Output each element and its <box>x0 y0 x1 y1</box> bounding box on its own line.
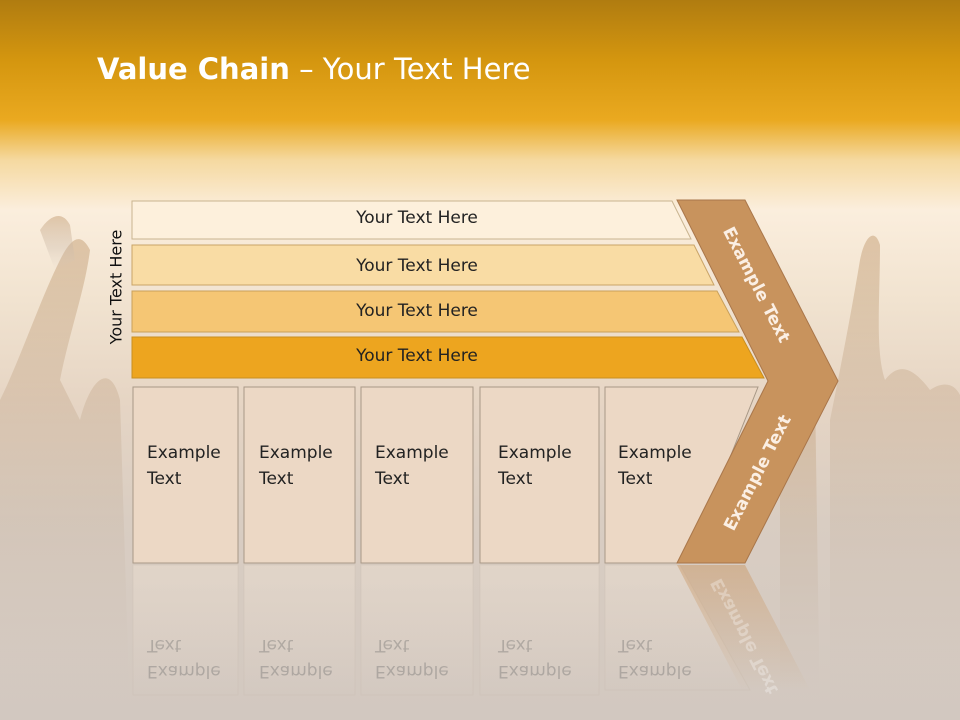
card-shape-2 <box>243 386 356 564</box>
band-label-2: Your Text Here <box>356 256 478 276</box>
slide-title: Value Chain – Your Text Here <box>97 52 531 86</box>
band-label-4: Your Text Here <box>356 346 478 366</box>
band-shape-3 <box>131 290 740 333</box>
slide-title-rest: – Your Text Here <box>289 52 531 86</box>
card-shape-4 <box>479 386 600 564</box>
chevron-arrow-shape <box>676 199 839 564</box>
card-shape-3 <box>360 386 474 564</box>
band-label-1: Your Text Here <box>356 208 478 228</box>
band-shape-1 <box>131 200 692 240</box>
card-shape-1 <box>132 386 239 564</box>
band-shape-4 <box>131 336 765 379</box>
diagram-reflection <box>132 564 810 696</box>
band-label-3: Your Text Here <box>356 301 478 321</box>
band-shape-2 <box>131 244 715 286</box>
slide-title-bold: Value Chain <box>97 52 290 86</box>
